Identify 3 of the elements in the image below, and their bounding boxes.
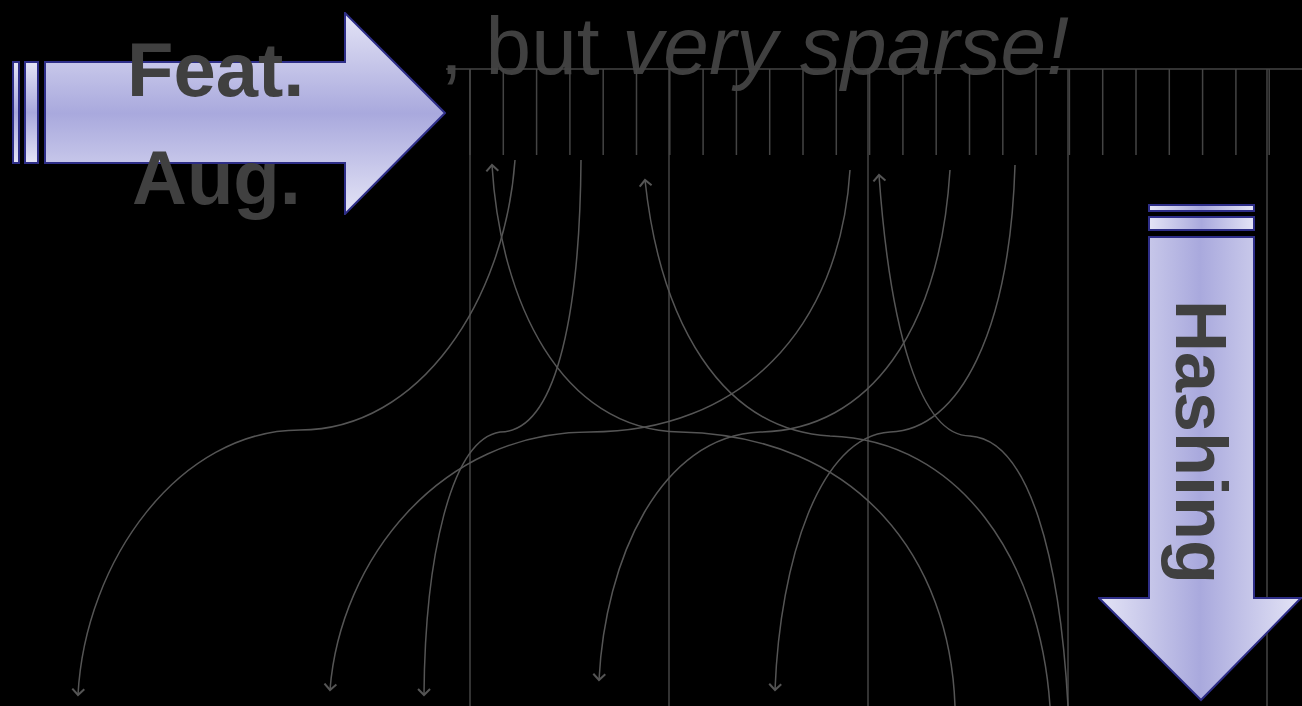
slide-title-text: , but very sparse! <box>440 0 1069 93</box>
down-arrow-shape <box>1098 204 1302 702</box>
arrow-label: Hashing <box>1160 299 1242 586</box>
